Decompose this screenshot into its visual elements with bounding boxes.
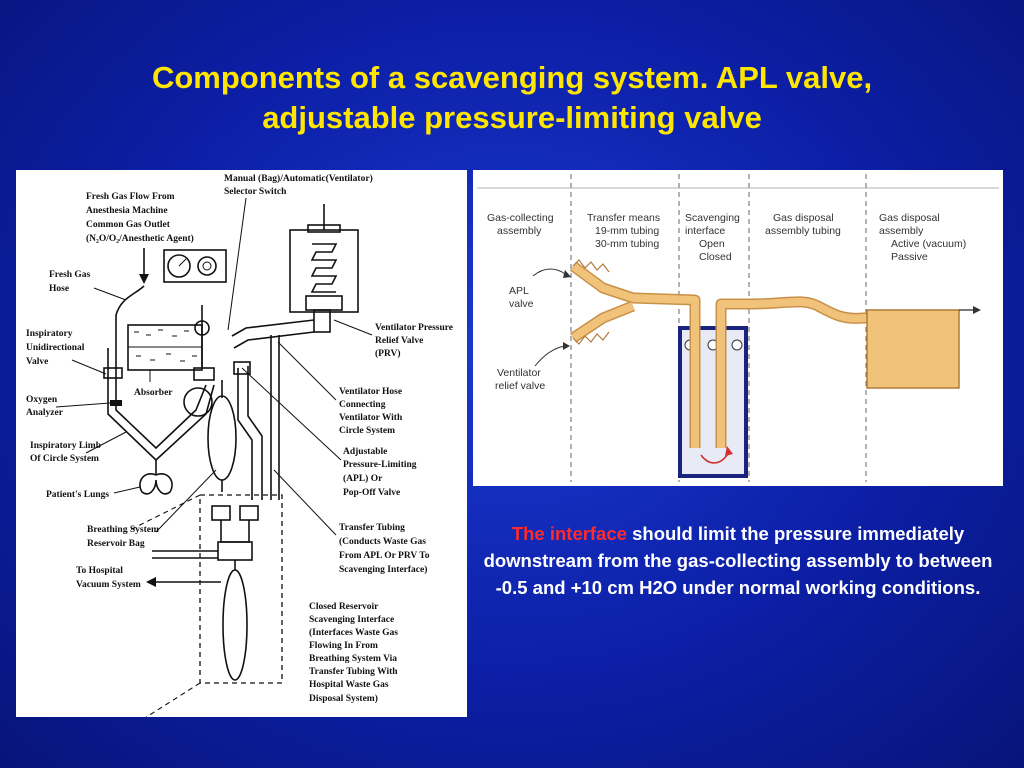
circle-system (55, 305, 215, 462)
section-gdt-2: assembly tubing (765, 225, 841, 237)
vent-arrow (534, 345, 566, 367)
label-bag-1: Breathing System (87, 525, 159, 535)
label-oxy-1: Oxygen (26, 395, 58, 405)
scavenging-system-diagram: Gas-collecting assembly Transfer means 1… (473, 170, 1003, 486)
section-gca-1: Gas-collecting (487, 212, 554, 224)
label-tt-3: From APL Or PRV To (339, 551, 430, 561)
section-gdt-1: Gas disposal (773, 212, 834, 224)
scavenging-tubing (569, 259, 869, 448)
interface-caption: The interface should limit the pressure … (468, 520, 1008, 601)
label-fgf-4: (N₂O/O₂/Anesthetic Agent) (86, 233, 194, 244)
section-tm-2: 19-mm tubing (595, 225, 659, 237)
label-switch-1: Manual (Bag)/Automatic(Ventilator) (224, 173, 373, 184)
section-tm-3: 30-mm tubing (595, 238, 659, 250)
fresh-gas-hose (93, 248, 149, 348)
section-gca-2: assembly (497, 225, 542, 237)
label-absorber: Absorber (134, 388, 173, 398)
pressure-gauges (163, 249, 227, 283)
label-cr-3: (Interfaces Waste Gas (309, 627, 398, 638)
title-line-2: adjustable pressure-limiting valve (262, 100, 762, 135)
vent-arrowhead (563, 342, 570, 350)
label-apl-3: (APL) Or (343, 473, 383, 484)
label-fgf-3: Common Gas Outlet (86, 220, 171, 230)
label-fgf-2: Anesthesia Machine (86, 206, 168, 216)
label-tt-4: Scavenging Interface) (339, 564, 427, 575)
label-vhose-4: Circle System (339, 426, 395, 436)
section-si-2: interface (685, 225, 725, 237)
label-vhose-3: Ventilator With (339, 413, 403, 423)
label-oxy-2: Analyzer (26, 408, 64, 418)
section-gda-1: Gas disposal (879, 212, 940, 224)
label-cr-4: Flowing In From (309, 641, 378, 651)
apl-arrowhead (563, 270, 571, 278)
label-tt-1: Transfer Tubing (339, 523, 405, 533)
label-insp-1: Inspiratory (26, 329, 73, 339)
section-gda-4: Passive (891, 251, 928, 263)
reservoir-bag (207, 380, 237, 492)
label-prv-1: Ventilator Pressure (375, 323, 453, 333)
label-cr-8: Disposal System) (309, 693, 378, 704)
label-hose-1: Fresh Gas (49, 270, 91, 280)
label-tt-2: (Conducts Waste Gas (339, 536, 426, 547)
label-insp-3: Valve (26, 357, 48, 367)
label-vac-2: Vacuum System (76, 580, 141, 590)
section-gda-2: assembly (879, 225, 924, 237)
anesthesia-circuit-diagram: Manual (Bag)/Automatic(Ventilator) Selec… (16, 170, 467, 731)
section-gda-3: Active (vacuum) (891, 238, 966, 250)
vent-label-2: relief valve (495, 380, 545, 392)
label-limb-2: Of Circle System (30, 454, 99, 464)
label-apl-2: Pressure-Limiting (343, 460, 417, 470)
section-si-4: Closed (699, 251, 732, 263)
label-vhose-2: Connecting (339, 400, 386, 410)
apl-arrow (532, 268, 566, 277)
label-prv-2: Relief Valve (375, 336, 423, 346)
label-hose-2: Hose (49, 284, 69, 294)
vent-label-1: Ventilator (497, 367, 541, 379)
label-cr-1: Closed Reservoir (309, 602, 379, 612)
label-apl-1: Adjustable (343, 447, 387, 457)
label-cr-7: Hospital Waste Gas (309, 680, 389, 690)
label-cr-2: Scavenging Interface (309, 615, 394, 625)
label-cr-6: Transfer Tubing With (309, 667, 398, 677)
title-line-1: Components of a scavenging system. APL v… (151, 60, 873, 95)
label-switch-2: Selector Switch (224, 187, 287, 197)
circuit-drawing: Manual (Bag)/Automatic(Ventilator) Selec… (26, 173, 453, 731)
label-cr-5: Breathing System Via (309, 654, 397, 664)
caption-highlight: The interface (511, 523, 627, 544)
label-apl-4: Pop-Off Valve (343, 488, 400, 498)
label-insp-2: Unidirectional (26, 343, 85, 353)
label-lungs: Patient's Lungs (46, 490, 109, 500)
label-vhose-1: Ventilator Hose (339, 387, 402, 397)
transfer-tubing (233, 335, 280, 500)
label-limb-1: Inspiratory Limb (30, 441, 101, 451)
label-prv-3: (PRV) (375, 348, 401, 359)
patient-lungs (113, 460, 173, 495)
apl-label-2: valve (509, 298, 534, 310)
ventilator-bellows (231, 204, 359, 349)
scavenging-drawing: Gas-collecting assembly Transfer means 1… (477, 174, 999, 482)
interface-inset (125, 494, 283, 731)
slide-title: Components of a scavenging system. APL v… (60, 58, 964, 138)
label-vac-1: To Hospital (76, 566, 123, 576)
absorber-canister (127, 324, 203, 382)
apl-label-1: APL (509, 285, 529, 297)
disposal-box (866, 306, 981, 389)
label-fgf-1: Fresh Gas Flow From (86, 192, 175, 202)
section-tm-1: Transfer means (587, 212, 660, 224)
leader-lines (155, 197, 373, 536)
section-si-1: Scavenging (685, 212, 740, 224)
caption-text: should limit the pressure immediately do… (483, 523, 993, 598)
section-si-3: Open (699, 238, 725, 250)
label-bag-2: Reservoir Bag (87, 539, 145, 549)
